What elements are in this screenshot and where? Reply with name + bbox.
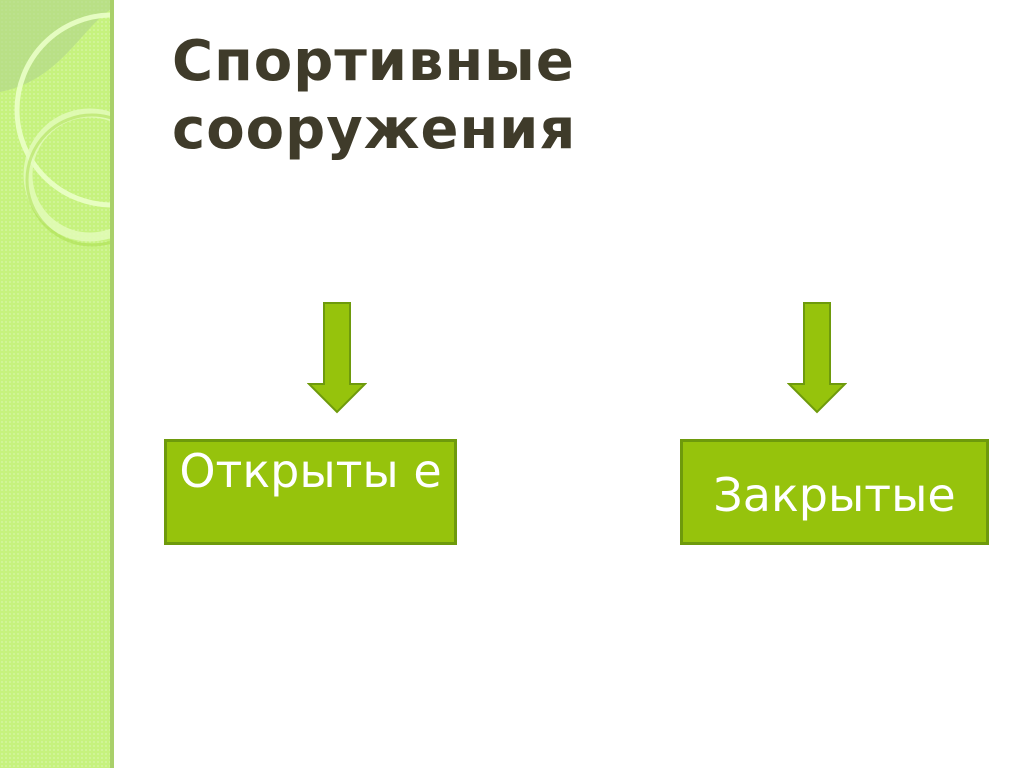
open-facilities-box: Открыты е [164, 439, 457, 545]
circles-decoration-icon [0, 0, 110, 247]
title-line-2: сооружения [172, 97, 577, 162]
decorative-sidebar [0, 0, 110, 768]
arrow-down-icon [787, 302, 847, 414]
closed-facilities-box: Закрытые [680, 439, 989, 545]
slide-title: Спортивные сооружения [172, 28, 576, 164]
sidebar-edge [110, 0, 114, 768]
title-line-1: Спортивные [172, 29, 575, 94]
arrow-down-icon [307, 302, 367, 414]
